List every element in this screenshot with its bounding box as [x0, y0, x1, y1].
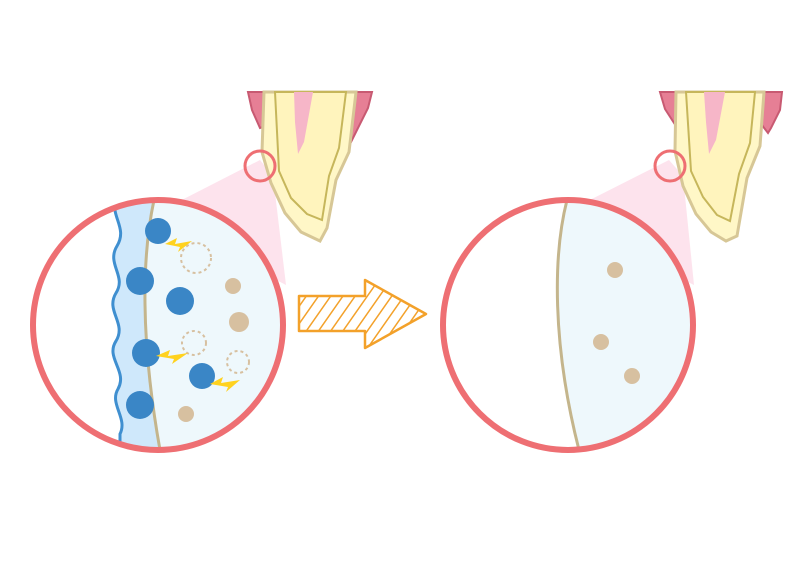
- dashed-circle-icon: [180, 242, 212, 274]
- mineral-dot-5: [593, 334, 609, 350]
- striped-arrow-icon: [297, 278, 428, 350]
- ion-blue-4: [132, 339, 160, 367]
- mineral-dot-2: [229, 312, 249, 332]
- ion-blue-1: [145, 218, 171, 244]
- tooth-illustration-left: [243, 90, 374, 243]
- enamel-boundary-right: [555, 200, 581, 450]
- focus-circle-left: [243, 149, 277, 183]
- tooth-inner-right: [684, 91, 757, 223]
- ion-blue-3: [166, 287, 194, 315]
- lightning-icon: [165, 238, 192, 252]
- ion-blue-6: [126, 391, 154, 419]
- panel-before: [30, 90, 374, 453]
- focus-circle-right: [653, 149, 687, 183]
- ion-blue-5: [189, 363, 215, 389]
- tooth-inner-left: [273, 91, 348, 222]
- dashed-circle-icon: [181, 330, 207, 356]
- mineral-dot-1: [225, 278, 241, 294]
- dashed-circle-icon: [226, 350, 250, 374]
- enamel-layer-right: [557, 200, 693, 450]
- surface-wave-edge: [111, 200, 124, 450]
- ion-blue-2: [126, 267, 154, 295]
- pulp-left: [294, 92, 313, 154]
- lightning-icon: [210, 377, 240, 392]
- mineral-dot-6: [624, 368, 640, 384]
- lightning-icon: [156, 350, 188, 364]
- enamel-layer-left: [144, 200, 283, 450]
- panel-after: [440, 90, 784, 453]
- mineral-dot-4: [607, 262, 623, 278]
- magnifier-ring-left: [30, 197, 286, 453]
- magnifier-left: [30, 197, 286, 453]
- magnifier-right: [440, 197, 696, 453]
- pulp-right: [704, 92, 725, 154]
- magnifier-ring-right: [440, 197, 696, 453]
- tooth-illustration-right: [653, 90, 784, 243]
- mineral-dot-3: [178, 406, 194, 422]
